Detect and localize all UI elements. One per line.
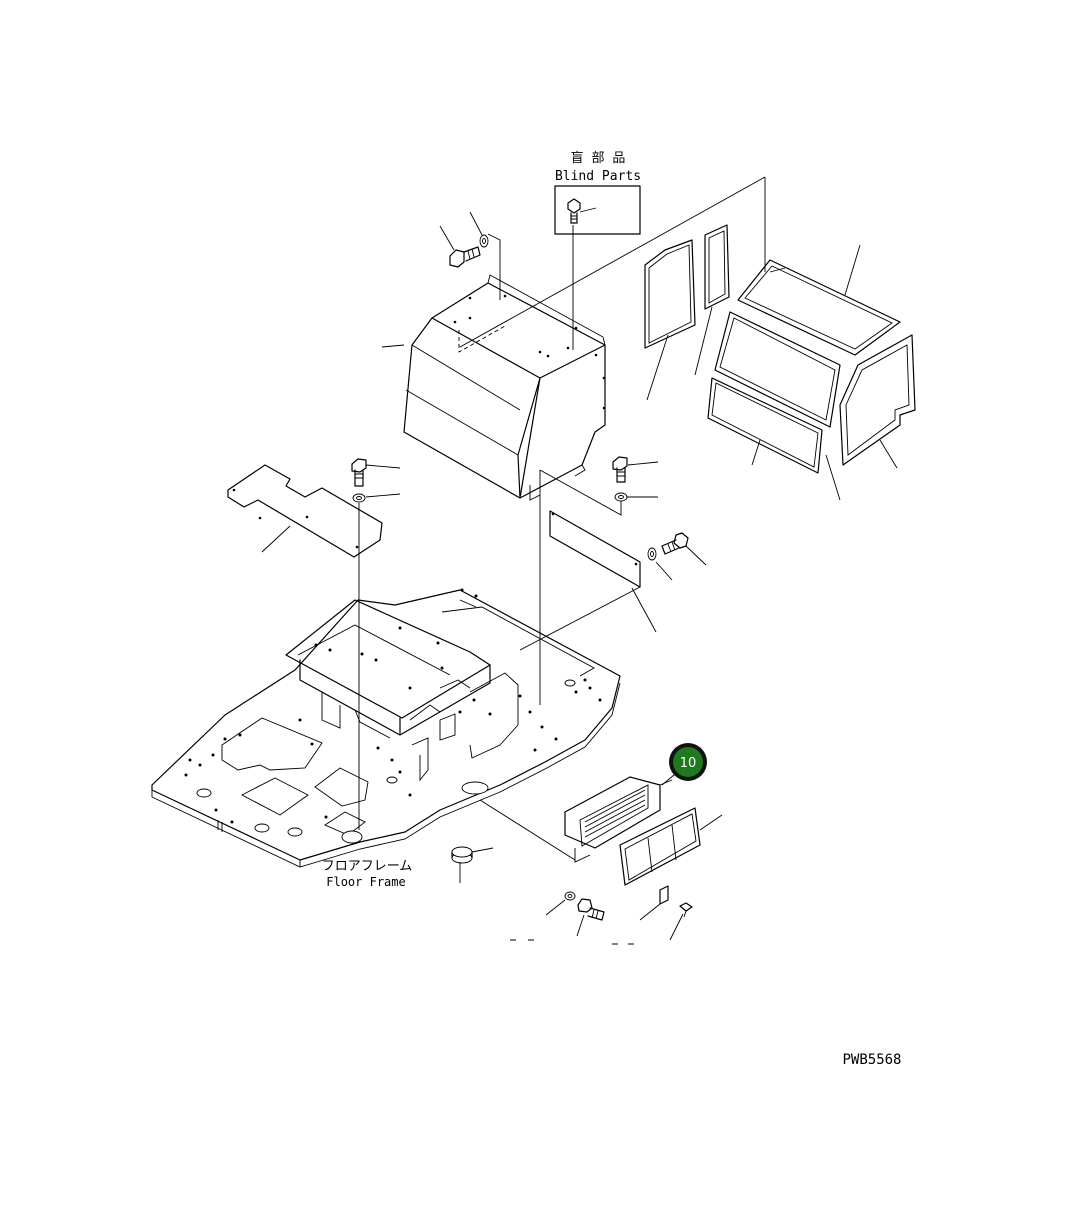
callout-10-disc xyxy=(673,747,703,777)
top-washer xyxy=(469,211,489,248)
right-washer-upper xyxy=(539,469,658,516)
window-roof-glass xyxy=(737,244,901,356)
drawing-code: PWB5568 xyxy=(842,1052,901,1068)
blind-parts-label-jp: 盲 部 品 xyxy=(571,150,626,166)
window-pane-small-right xyxy=(694,224,730,376)
leader-line xyxy=(487,233,501,300)
callout-10-number: 10 xyxy=(680,756,697,771)
leader-line xyxy=(459,176,766,348)
floor-mat-plate xyxy=(227,464,383,558)
right-washer-lower xyxy=(647,547,673,581)
window-lower-glass xyxy=(707,377,841,501)
blind-parts-label-en: Blind Parts xyxy=(555,169,641,184)
console-cover xyxy=(381,274,606,501)
vent-filter xyxy=(619,807,723,886)
leader-line xyxy=(510,939,634,945)
bottom-bolt xyxy=(576,898,605,937)
window-side-glass xyxy=(839,334,916,469)
top-bolt xyxy=(439,225,481,268)
left-washer xyxy=(352,493,401,503)
side-plate xyxy=(549,510,657,633)
blind-parts-box xyxy=(554,185,641,235)
leader-line xyxy=(479,799,576,861)
leader-line xyxy=(519,586,641,651)
right-bolt-upper xyxy=(612,456,659,483)
floor-frame-label-jp: フロアフレーム xyxy=(322,859,413,874)
window-pane-small-left xyxy=(644,239,696,401)
window-front-glass xyxy=(714,311,841,428)
blind-parts-group: 盲 部 品 Blind Parts xyxy=(554,150,641,235)
clip-screw xyxy=(669,902,693,941)
floor-console-housing xyxy=(285,599,519,782)
floor-frame xyxy=(151,588,621,868)
vent-duct xyxy=(564,769,681,863)
retainer-clip xyxy=(639,885,669,921)
callout-10[interactable]: 10 xyxy=(669,743,707,781)
bottom-washer xyxy=(545,891,576,916)
left-bolt xyxy=(351,458,401,487)
floor-frame-label-en: Floor Frame xyxy=(326,875,405,889)
blind-parts-bolt xyxy=(567,198,597,224)
floor-plug xyxy=(451,846,494,883)
right-bolt-lower xyxy=(661,532,707,566)
